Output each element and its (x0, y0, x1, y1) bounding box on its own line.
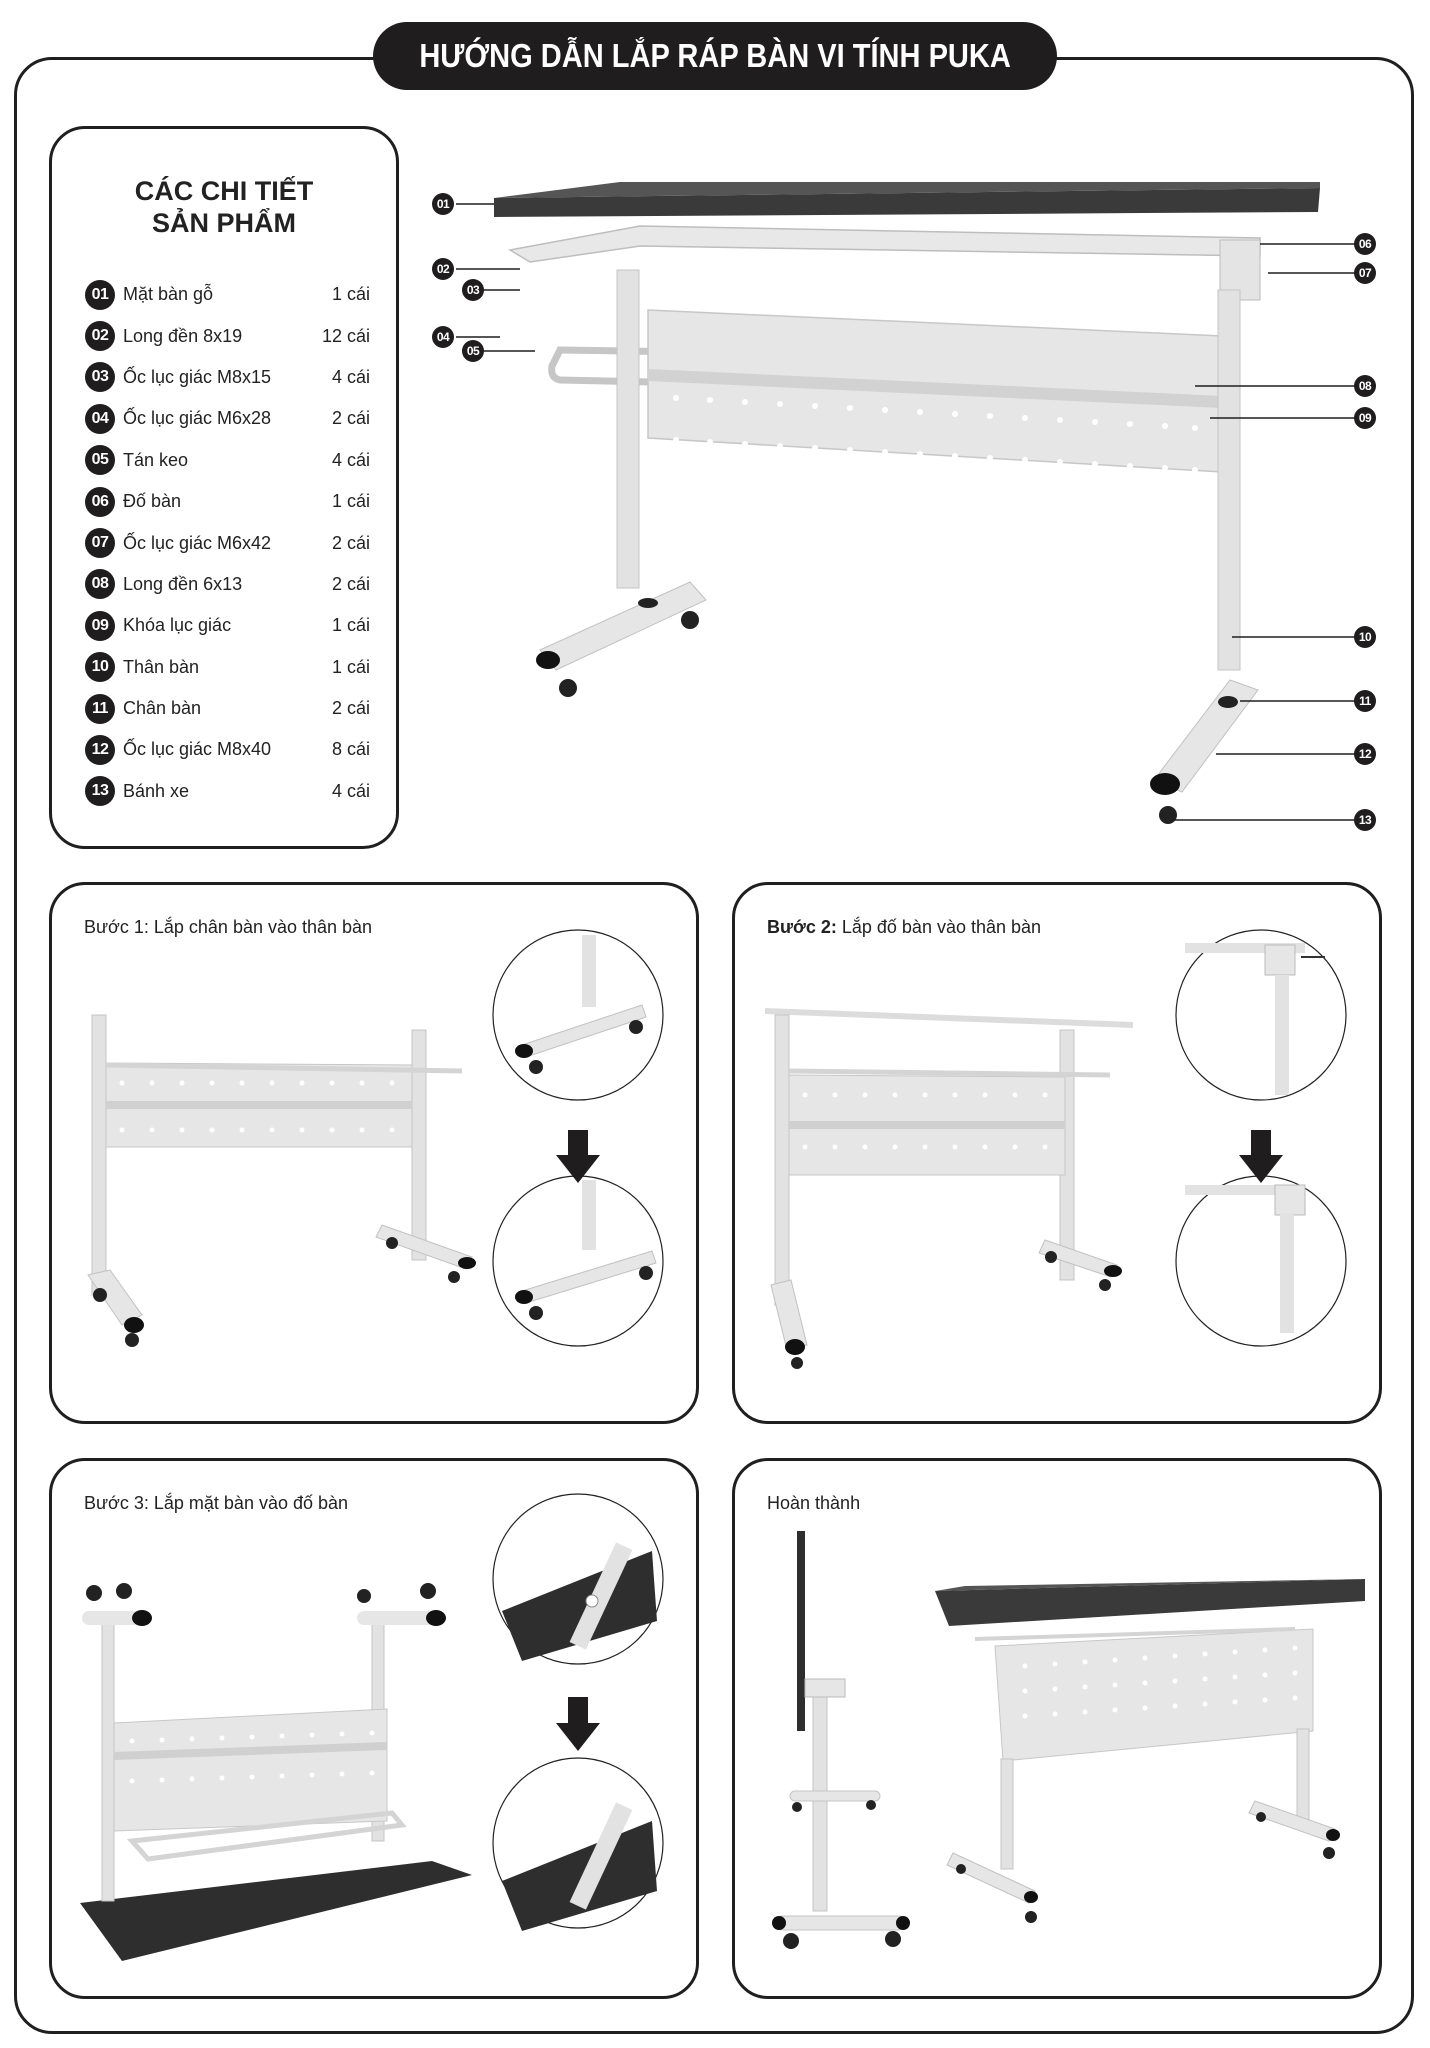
part-number-badge: 13 (85, 776, 115, 807)
part-name: Tán keo (123, 449, 189, 470)
part-name: Mặt bàn gỗ (123, 284, 214, 305)
part-row: 08 Long đền 6x13 2 cái (85, 564, 370, 605)
part-name: Chân bàn (123, 698, 202, 719)
step-text: Lắp đố bàn vào thân bàn (836, 917, 1042, 937)
completed-panel: Hoàn thành (732, 1458, 1382, 1999)
callout-09: 09 (1354, 407, 1376, 429)
step-text: Hoàn thành (767, 1493, 861, 1513)
page-title: HƯỚNG DẪN LẮP RÁP BÀN VI TÍNH PUKA (419, 37, 1011, 74)
callout-12: 12 (1354, 743, 1376, 765)
part-quantity: 4 cái (331, 780, 370, 801)
part-quantity: 2 cái (331, 573, 370, 594)
part-number-badge: 12 (85, 734, 115, 765)
part-number-badge: 05 (85, 445, 115, 476)
part-quantity: 12 cái (321, 325, 370, 346)
part-name: Ốc lục giác M6x28 (123, 408, 272, 429)
part-name: Đố bàn (123, 491, 182, 512)
part-row: 09 Khóa lục giác 1 cái (85, 605, 370, 646)
part-quantity: 1 cái (331, 615, 370, 636)
callout-08: 08 (1354, 375, 1376, 397)
part-quantity: 4 cái (331, 366, 370, 387)
part-number-badge: 10 (85, 652, 115, 683)
part-number-badge: 06 (85, 486, 115, 517)
part-row: 12 Ốc lục giác M8x40 8 cái (85, 729, 370, 770)
part-quantity: 2 cái (331, 532, 370, 553)
part-name: Thân bàn (123, 656, 200, 677)
part-quantity: 4 cái (331, 449, 370, 470)
completed-title: Hoàn thành (767, 1493, 860, 1514)
part-row: 05 Tán keo 4 cái (85, 440, 370, 481)
part-number-badge: 01 (85, 279, 115, 310)
part-quantity: 2 cái (331, 408, 370, 429)
part-name: Ốc lục giác M6x42 (123, 532, 272, 553)
part-number-badge: 04 (85, 403, 115, 434)
part-row: 02 Long đền 8x19 12 cái (85, 315, 370, 356)
part-quantity: 2 cái (331, 698, 370, 719)
step-text: Lắp mặt bàn vào đố bàn (148, 1493, 349, 1513)
part-number-badge: 02 (85, 321, 115, 352)
step-2-panel: Bước 2: Lắp đố bàn vào thân bàn (732, 882, 1382, 1424)
part-row: 01 Mặt bàn gỗ 1 cái (85, 274, 370, 315)
callout-04: 04 (432, 326, 454, 348)
step-text: Lắp chân bàn vào thân bàn (148, 917, 373, 937)
part-number-badge: 08 (85, 569, 115, 600)
part-name: Long đền 8x19 (123, 325, 243, 346)
callout-03: 03 (462, 279, 484, 301)
part-quantity: 1 cái (331, 656, 370, 677)
step-3-illustration (80, 1493, 664, 1961)
step-2-title: Bước 2: Lắp đố bàn vào thân bàn (767, 917, 1041, 938)
part-row: 13 Bánh xe 4 cái (85, 771, 370, 812)
part-name: Long đền 6x13 (123, 573, 243, 594)
step-3-panel: Bước 3: Lắp mặt bàn vào đố bàn (49, 1458, 699, 1999)
part-quantity: 1 cái (331, 491, 370, 512)
part-row: 11 Chân bàn 2 cái (85, 688, 370, 729)
part-number-badge: 07 (85, 528, 115, 559)
part-number-badge: 03 (85, 362, 115, 393)
part-quantity: 8 cái (331, 739, 370, 760)
callout-05: 05 (462, 340, 484, 362)
parts-title-line2: SẢN PHẨM (151, 208, 296, 238)
part-name: Khóa lục giác (123, 615, 232, 636)
part-row: 07 Ốc lục giác M6x42 2 cái (85, 522, 370, 563)
callout-10: 10 (1354, 626, 1376, 648)
step-label: Bước 1: (84, 917, 149, 937)
part-row: 04 Ốc lục giác M6x28 2 cái (85, 398, 370, 439)
step-1-panel: Bước 1: Lắp chân bàn vào thân bàn (49, 882, 699, 1424)
part-name: Ốc lục giác M8x40 (123, 739, 272, 760)
page-title-banner: HƯỚNG DẪN LẮP RÁP BÀN VI TÍNH PUKA (373, 22, 1057, 90)
step-label: Bước 2: (767, 917, 837, 937)
callout-06: 06 (1354, 233, 1376, 255)
parts-list-title: CÁC CHI TIẾT SẢN PHẨM (52, 175, 396, 239)
callout-13: 13 (1354, 809, 1376, 831)
part-quantity: 1 cái (331, 284, 370, 305)
completed-table-illustration (772, 1531, 1365, 1949)
part-name: Bánh xe (123, 780, 190, 801)
callout-02: 02 (432, 258, 454, 280)
part-row: 10 Thân bàn 1 cái (85, 647, 370, 688)
step-1-illustration (87, 929, 664, 1347)
step-1-title: Bước 1: Lắp chân bàn vào thân bàn (84, 917, 372, 938)
part-name: Ốc lục giác M8x15 (123, 366, 272, 387)
part-number-badge: 11 (85, 693, 115, 724)
callout-07: 07 (1354, 262, 1376, 284)
step-2-illustration (764, 929, 1347, 1369)
step-label: Bước 3: (84, 1493, 149, 1513)
part-number-badge: 09 (85, 610, 115, 641)
part-row: 03 Ốc lục giác M8x15 4 cái (85, 357, 370, 398)
callout-11: 11 (1354, 690, 1376, 712)
part-row: 06 Đố bàn 1 cái (85, 481, 370, 522)
callout-01: 01 (432, 193, 454, 215)
parts-title-line1: CÁC CHI TIẾT (134, 176, 314, 206)
step-3-title: Bước 3: Lắp mặt bàn vào đố bàn (84, 1493, 348, 1514)
tabletop-illustration (494, 188, 1320, 217)
